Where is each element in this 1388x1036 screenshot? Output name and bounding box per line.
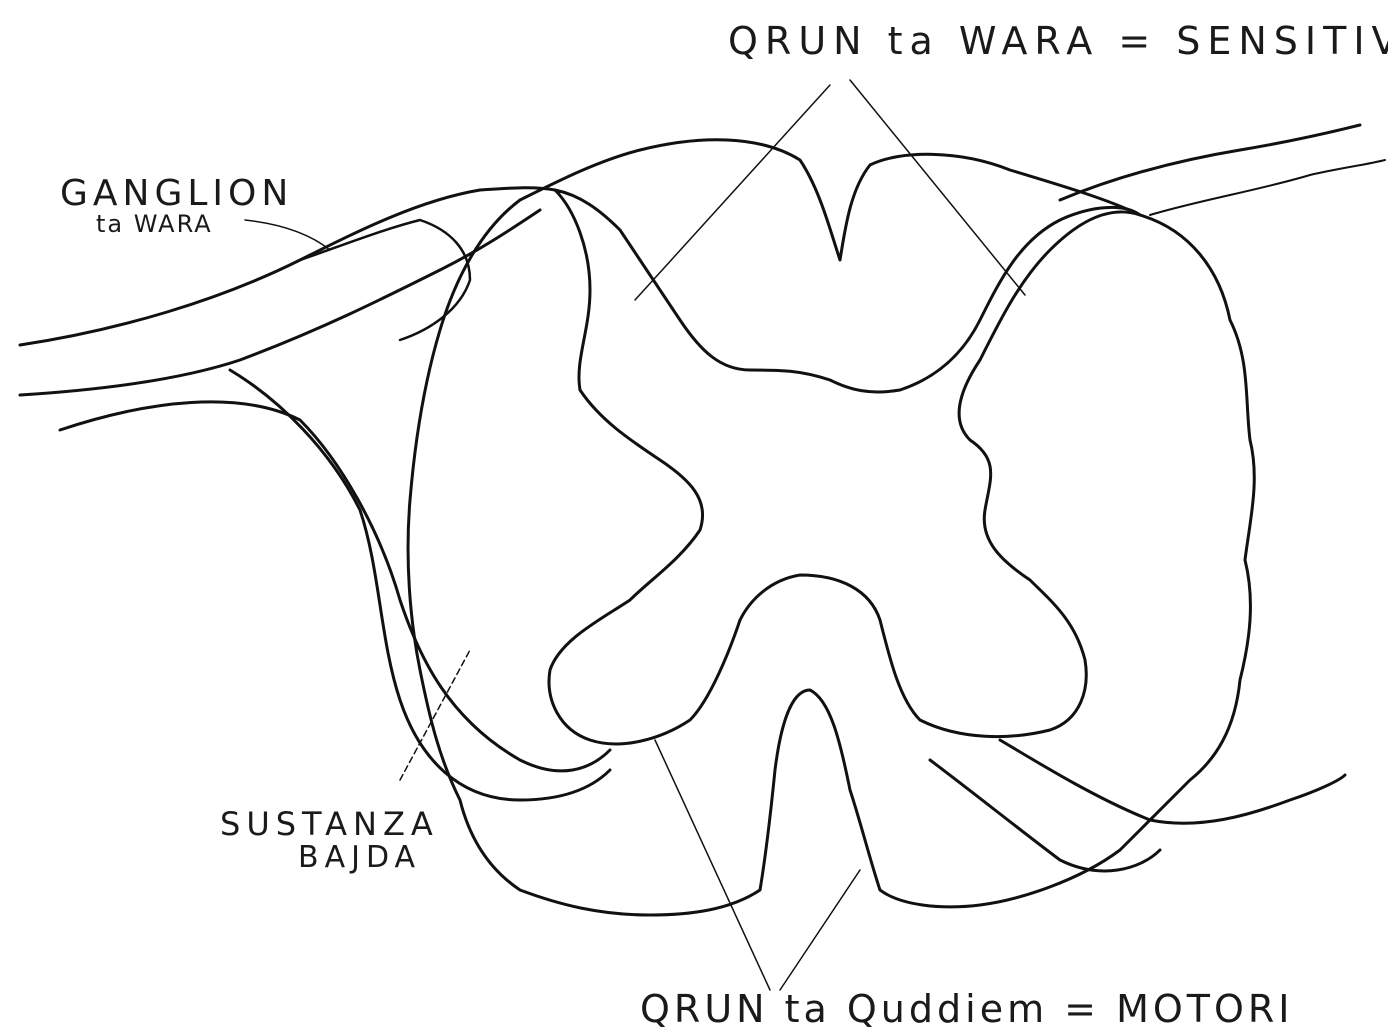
ventral-root-nerve-outer bbox=[60, 402, 610, 771]
ganglion-outline bbox=[300, 220, 470, 340]
pointer-bottom-left bbox=[655, 740, 770, 990]
right-dorsal-nerve-lower bbox=[1150, 160, 1385, 215]
ganglion-label: GANGLION bbox=[60, 176, 293, 212]
pointer-top-right bbox=[850, 80, 1025, 295]
pointer-ganglion bbox=[245, 220, 330, 250]
ventral-horns-label: QRUN ta Quddiem = MOTORI bbox=[640, 990, 1294, 1028]
pointer-bottom-right bbox=[780, 870, 860, 990]
ventral-root-nerve-inner bbox=[230, 370, 610, 800]
right-ventral-nerve bbox=[1000, 740, 1345, 823]
right-dorsal-nerve bbox=[1060, 125, 1360, 200]
dorsal-horns-label: QRUN ta WARA = SENSITIVI bbox=[728, 22, 1388, 60]
grey-matter bbox=[549, 190, 1140, 744]
right-ventral-nerve-inner bbox=[930, 760, 1160, 871]
ganglion-sublabel: ta WARA bbox=[96, 212, 213, 236]
substance-label: SUSTANZA bbox=[220, 808, 439, 840]
substance-sublabel: BAJDA bbox=[298, 843, 421, 873]
pointer-top-left bbox=[635, 85, 830, 300]
